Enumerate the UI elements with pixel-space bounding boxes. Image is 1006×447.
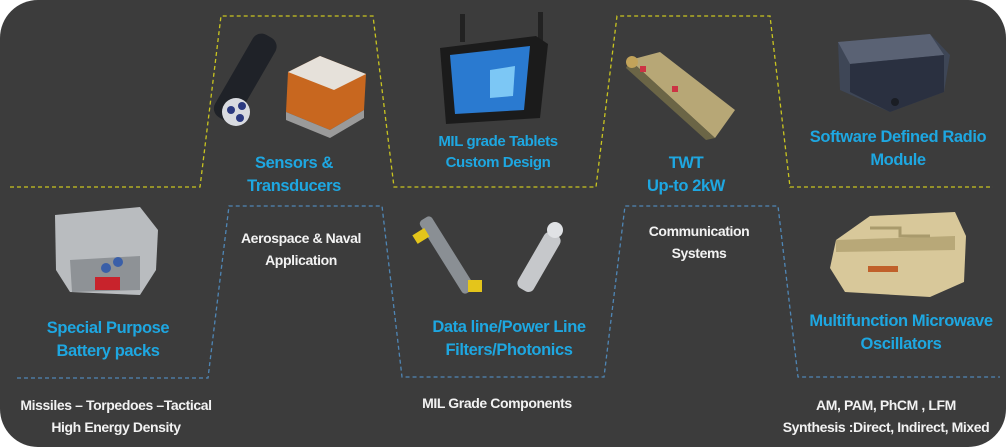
label-line: Software Defined Radio xyxy=(809,128,987,146)
label-line: Battery packs xyxy=(56,342,160,360)
filter-connector-image xyxy=(412,216,563,294)
note-line: Aerospace & Naval xyxy=(240,230,362,246)
product-label-twt: TWT Up-to 2kW xyxy=(647,152,725,198)
twt-image xyxy=(626,52,735,140)
note-line: Communication xyxy=(648,223,750,239)
sensor-image xyxy=(213,33,366,138)
note-line: High Energy Density xyxy=(51,419,181,435)
radio-module-image xyxy=(838,34,950,112)
label-line: Data line/Power Line xyxy=(432,318,586,336)
note-line: AM, PAM, PhCM , LFM xyxy=(816,397,956,413)
battery-pack-image xyxy=(55,207,158,295)
label-line: Up-to 2kW xyxy=(647,177,725,195)
note-line: Application xyxy=(265,252,337,268)
label-line: Custom Design xyxy=(445,154,551,171)
label-line: Oscillators xyxy=(860,335,942,353)
label-line: Sensors & xyxy=(254,154,334,172)
note-line: Synthesis :Direct, Indirect, Mixed xyxy=(782,419,990,435)
note-components: MIL Grade Components xyxy=(422,392,572,414)
label-line: TWT xyxy=(668,154,704,172)
label-line: Multifunction Microwave xyxy=(809,312,993,330)
product-label-sensors: Sensors & Transducers xyxy=(247,152,341,198)
label-line: Transducers xyxy=(247,177,341,195)
note-line: MIL Grade Components xyxy=(422,395,572,411)
label-line: Special Purpose xyxy=(46,319,170,337)
note-line: Systems xyxy=(671,245,727,261)
blue-dashed-divider xyxy=(17,205,1000,379)
label-line: Filters/Photonics xyxy=(445,341,573,359)
label-line: MIL grade Tablets xyxy=(438,133,558,150)
yellow-dashed-divider xyxy=(10,15,993,188)
note-modulation: AM, PAM, PhCM , LFM Synthesis :Direct, In… xyxy=(783,394,990,438)
tablet-image xyxy=(440,12,548,124)
note-line: Missiles – Torpedoes –Tactical xyxy=(20,397,212,413)
label-line: Module xyxy=(870,151,926,169)
oscillator-image xyxy=(830,212,966,297)
